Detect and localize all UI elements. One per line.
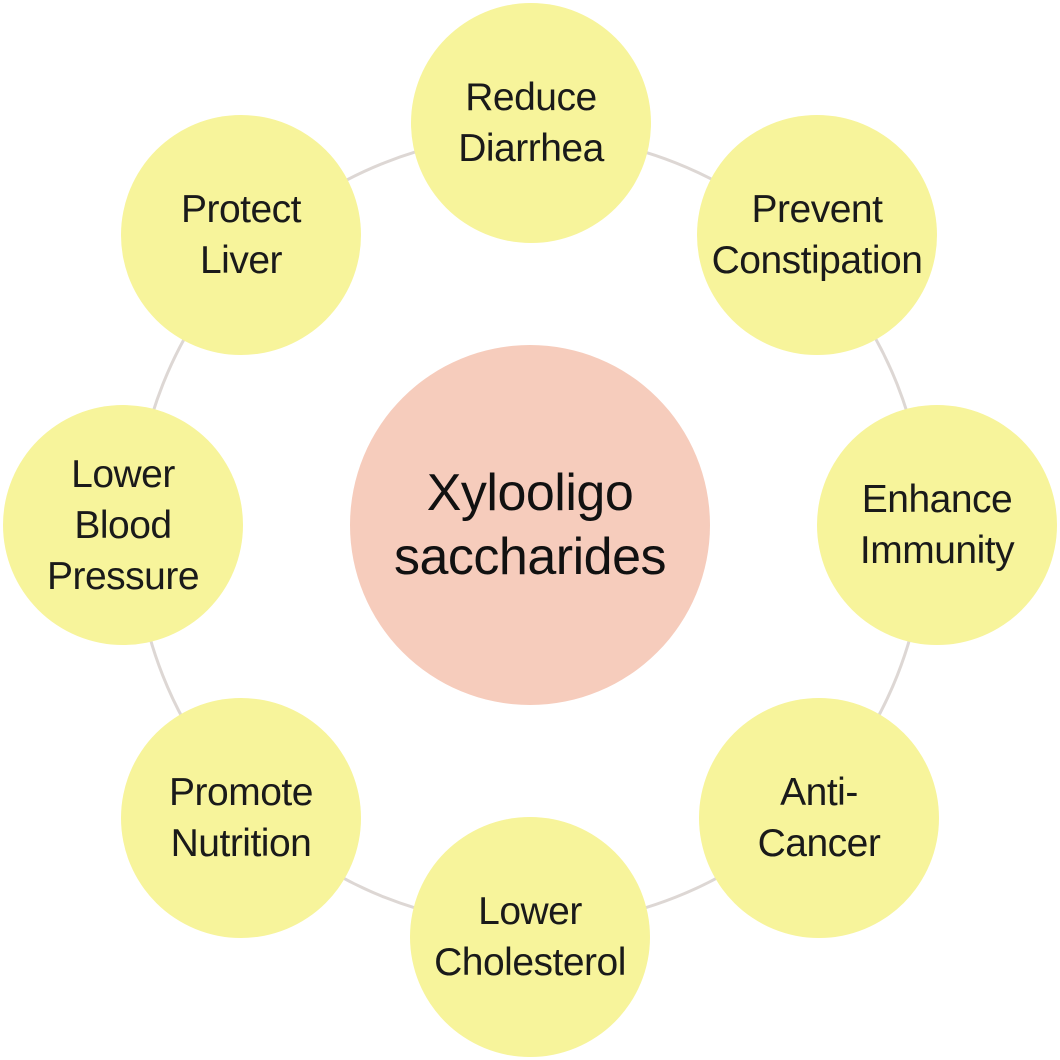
benefit-label: Reduce Diarrhea — [458, 76, 604, 170]
center-node: Xylooligo saccharides — [350, 345, 710, 705]
benefit-label: Prevent Constipation — [711, 188, 923, 282]
benefit-node-prevent-constipation: Prevent Constipation — [697, 115, 937, 355]
benefit-node-lower-cholesterol: Lower Cholesterol — [410, 817, 650, 1057]
benefit-node-lower-blood-pressure: Lower Blood Pressure — [3, 405, 243, 645]
benefit-label: Promote Nutrition — [169, 771, 313, 865]
benefit-node-enhance-immunity: Enhance Immunity — [817, 405, 1057, 645]
benefit-node-protect-liver: Protect Liver — [121, 115, 361, 355]
benefit-node-reduce-diarrhea: Reduce Diarrhea — [411, 3, 651, 243]
benefit-label: Protect Liver — [180, 188, 302, 282]
benefit-node-promote-nutrition: Promote Nutrition — [121, 698, 361, 938]
benefit-label: Lower Cholesterol — [434, 890, 626, 984]
benefit-node-anti-cancer: Anti- Cancer — [699, 698, 939, 938]
benefit-label: Enhance Immunity — [859, 478, 1015, 572]
center-label: Xylooligo saccharides — [394, 464, 666, 586]
benefit-label: Lower Blood Pressure — [46, 452, 200, 598]
benefit-label: Anti- Cancer — [757, 771, 881, 865]
